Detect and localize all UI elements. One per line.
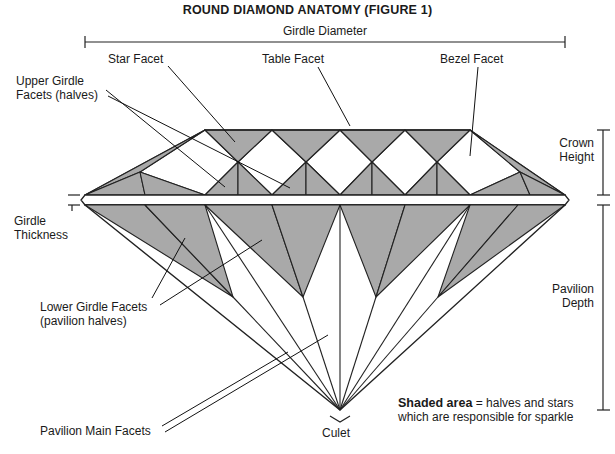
shaded-pavilion-facets: [85, 205, 565, 297]
star-facet: [470, 130, 565, 195]
upper-girdle-facet: [238, 162, 272, 195]
pavilion-outline: [85, 205, 565, 410]
pavilion-depth-bracket: [602, 205, 603, 410]
dimension-tick: [564, 36, 565, 48]
girdle-thickness-leader: [71, 205, 72, 211]
star-facet: [205, 130, 272, 162]
leader-line: [160, 240, 262, 305]
crown: [85, 130, 565, 195]
part-label: Girdle Diameter: [265, 24, 385, 38]
part-label: Bezel Facet: [440, 52, 520, 66]
table-edge: [205, 129, 470, 131]
main-facet-edge: [205, 205, 340, 410]
part-label: Pavilion Main Facets: [40, 424, 180, 438]
main-facet-edge: [340, 297, 376, 410]
leader-line: [470, 67, 478, 156]
part-label: Star Facet: [108, 52, 188, 66]
upper-girdle-facet: [85, 172, 145, 195]
shaded-crown-facets: [85, 130, 565, 195]
part-label: Culet: [322, 426, 362, 440]
lower-girdle-facet: [272, 205, 340, 297]
leader-line: [108, 96, 290, 188]
leader-line: [165, 335, 328, 432]
leader-line: [162, 352, 288, 426]
part-label: Girdle Thickness: [14, 214, 84, 242]
main-facet-edge: [233, 297, 340, 410]
pavilion: [85, 205, 565, 410]
figure-title: ROUND DIAMOND ANATOMY (FIGURE 1): [0, 3, 615, 18]
leader-line: [168, 66, 235, 142]
crown-outline: [85, 130, 565, 195]
main-facet-edge: [303, 297, 340, 410]
part-label: Pavilion Depth: [536, 282, 594, 310]
upper-girdle-facet: [140, 172, 205, 195]
dimension-tick: [597, 129, 610, 130]
crown-height-bracket: [602, 130, 603, 195]
leader-line: [152, 238, 185, 298]
upper-girdle-facet: [437, 162, 470, 195]
dimension-tick: [597, 409, 610, 410]
star-facet: [340, 130, 405, 162]
upper-girdle-facet: [205, 162, 238, 195]
girdle-thickness-tick: [68, 204, 80, 205]
upper-girdle-facet: [520, 172, 565, 195]
shading-note: Shaded area = halves and stars which are…: [398, 396, 594, 424]
girdle-diameter-line: [85, 41, 565, 42]
upper-girdle-facet: [272, 162, 306, 195]
leader-line: [318, 67, 350, 126]
dimension-tick: [84, 36, 85, 48]
star-facet: [272, 130, 340, 162]
dimension-tick: [597, 194, 610, 195]
part-label: Upper Girdle Facets (halves): [16, 74, 116, 102]
upper-girdle-facet: [372, 162, 405, 195]
lower-girdle-facet: [85, 205, 233, 297]
lower-girdle-facet: [438, 205, 565, 297]
main-facet-edge: [340, 205, 470, 410]
upper-girdle-facet: [405, 162, 437, 195]
main-facet-edge: [339, 205, 340, 410]
dimension-tick: [597, 204, 610, 205]
part-label: Table Facet: [262, 52, 342, 66]
culet-mark: [330, 416, 350, 422]
note-key: Shaded area: [398, 396, 472, 410]
upper-girdle-facet: [306, 162, 340, 195]
girdle-band: [81, 195, 569, 205]
upper-girdle-facet: [340, 162, 372, 195]
part-label: Lower Girdle Facets (pavilion halves): [40, 300, 180, 328]
main-facet-edge: [340, 297, 438, 410]
girdle-thickness-tick: [68, 194, 80, 195]
leader-lines: [106, 66, 478, 432]
part-label: Crown Height: [548, 136, 594, 164]
star-facet: [405, 130, 470, 162]
pavilion-main-lines: [205, 205, 470, 410]
dimension-marks: [68, 36, 610, 422]
star-facet: [85, 130, 205, 195]
